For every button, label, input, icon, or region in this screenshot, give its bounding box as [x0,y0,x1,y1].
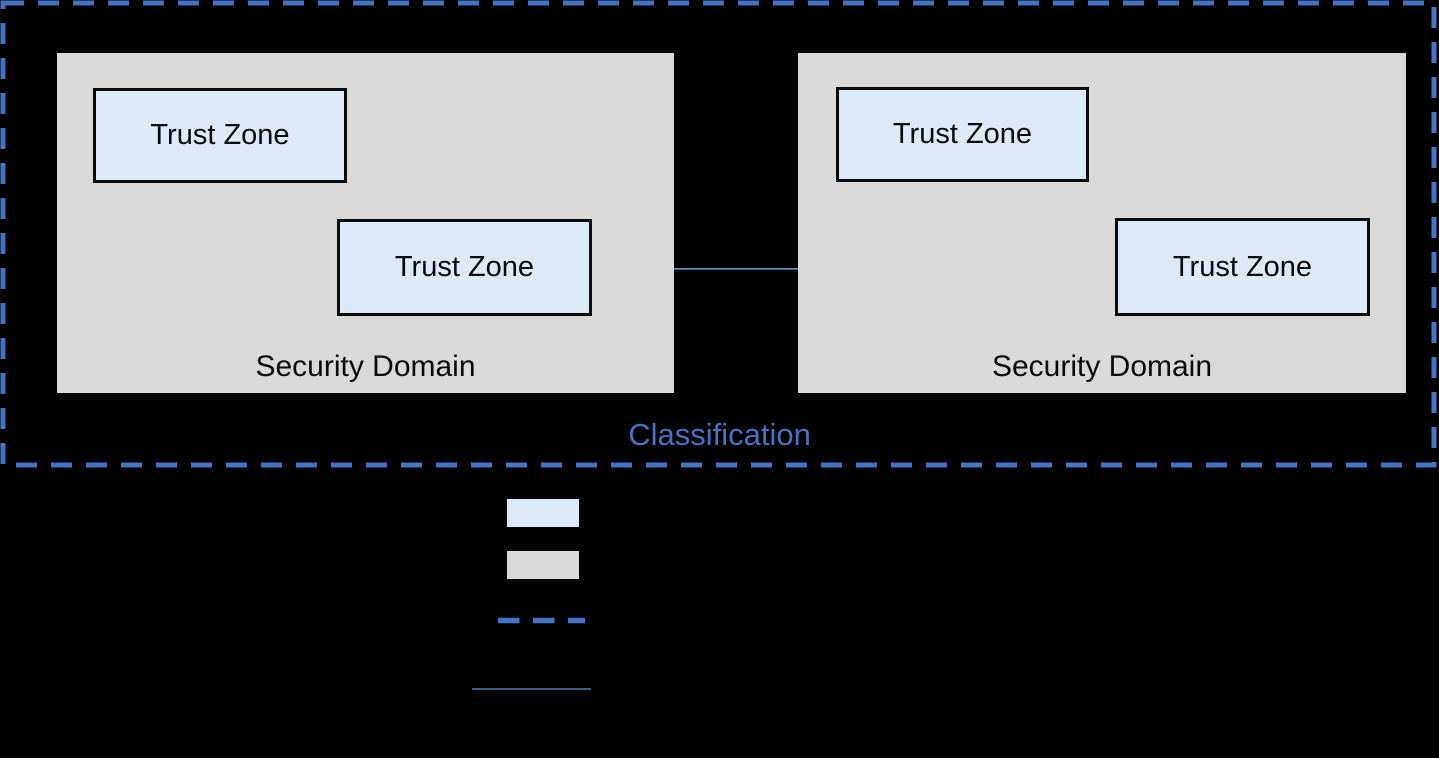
classification-label: Classification [628,417,811,452]
trust-zone-left-top: Trust Zone [93,88,347,183]
security-domain-label: Security Domain [255,350,476,383]
legend-trust-zone-swatch [507,499,579,527]
trust-zone-right-bottom: Trust Zone [1115,218,1370,316]
trust-zone-right-top: Trust Zone [836,87,1089,182]
trust-zone-left-bottom: Trust Zone [337,219,592,316]
legend-security-domain-swatch [507,551,579,579]
trust-zone-label: Trust Zone [1172,250,1313,283]
trust-zone-label: Trust Zone [892,118,1033,150]
trust-zone-label: Trust Zone [394,251,535,283]
trust-zone-label: Trust Zone [150,119,290,151]
security-domain-label: Security Domain [991,350,1213,383]
